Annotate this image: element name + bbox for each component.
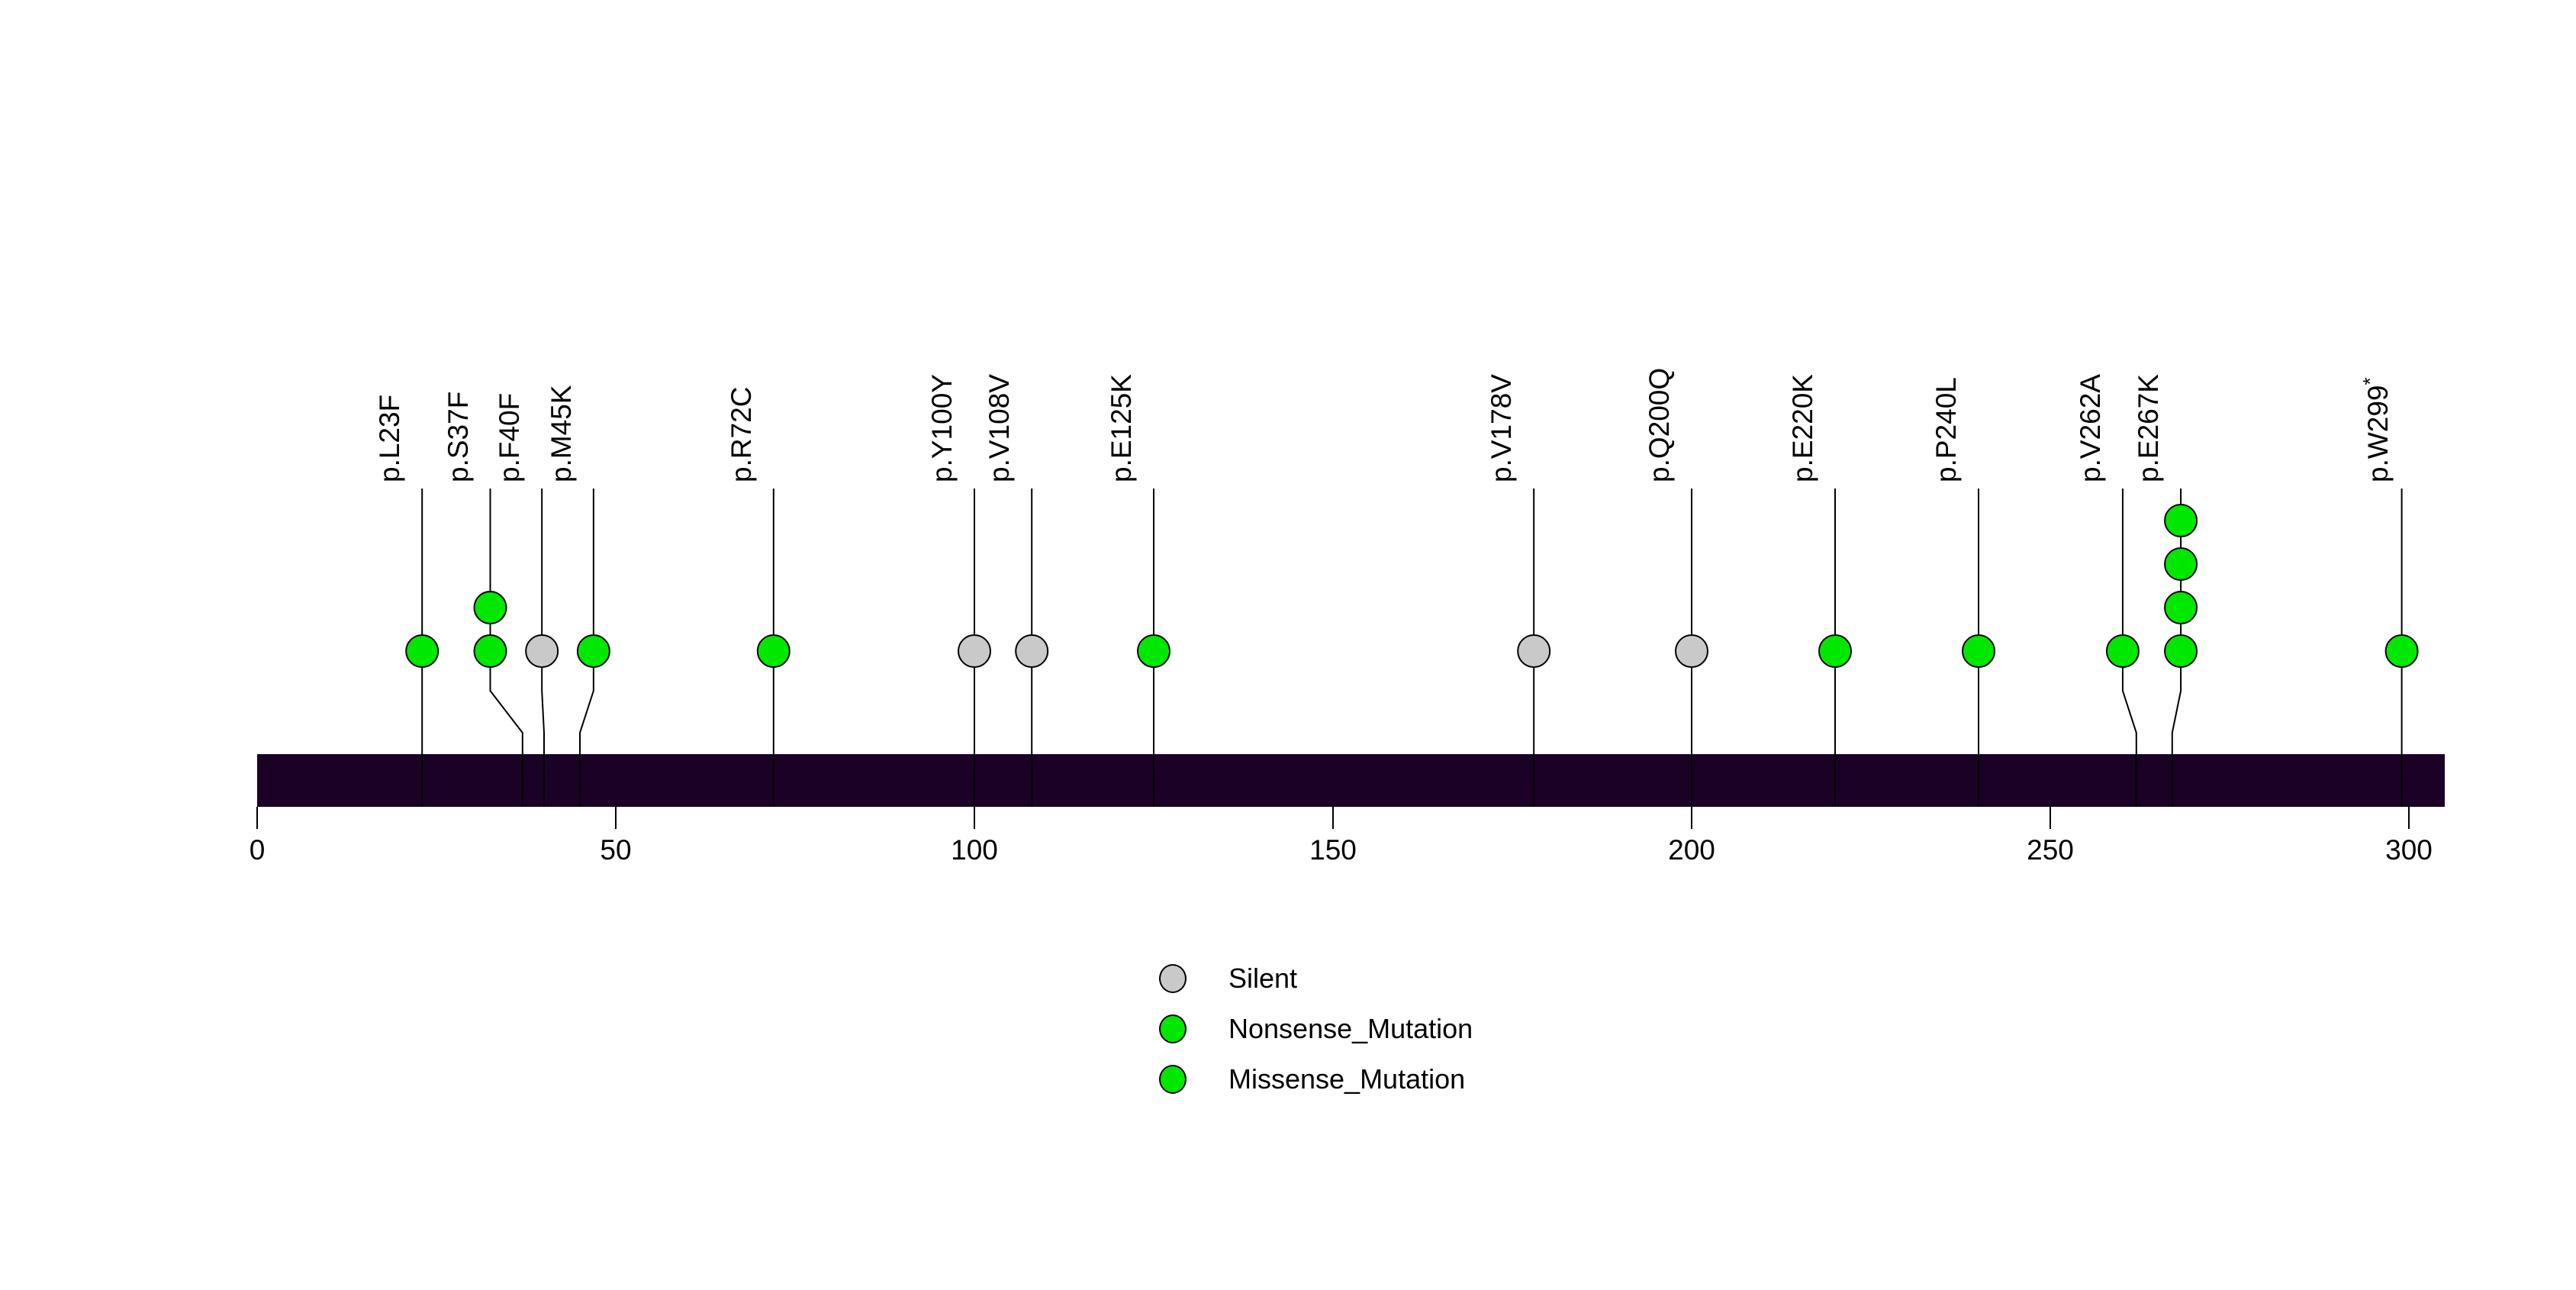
mutation-circle — [1818, 634, 1852, 668]
legend-item-missense-mutation: Missense_Mutation — [1159, 1064, 1465, 1095]
mutation-circle — [525, 634, 559, 668]
legend-item-silent: Silent — [1159, 963, 1297, 994]
mutation-label: p.W299* — [2358, 377, 2394, 482]
mutation-label: p.R72C — [725, 386, 757, 482]
legend-label: Silent — [1228, 963, 1298, 994]
mutation-label: p.E267K — [2133, 374, 2165, 482]
mutation-circle — [576, 634, 610, 668]
mutation-label: p.Q200Q — [1644, 367, 1675, 482]
mutation-label: p.E220K — [1787, 374, 1818, 482]
mutation-label: p.L23F — [374, 394, 406, 482]
mutation-label: p.P240L — [1930, 377, 1962, 482]
mutation-circle — [1015, 634, 1049, 668]
stop-codon-asterisk: * — [2358, 377, 2381, 385]
legend-label: Missense_Mutation — [1228, 1063, 1466, 1095]
mutation-circle — [2384, 634, 2419, 668]
mutation-circle — [1962, 634, 1995, 668]
mutation-circles-group — [405, 504, 2419, 668]
axis-tick-label: 0 — [249, 834, 266, 866]
mutation-circle — [1675, 634, 1708, 668]
mutation-label: p.V262A — [2074, 374, 2106, 482]
mutation-label: p.Y100Y — [926, 374, 958, 482]
mutation-circle — [2164, 634, 2198, 668]
mutation-circle — [958, 634, 991, 668]
mutation-circle — [473, 591, 507, 624]
legend-item-nonsense-mutation: Nonsense_Mutation — [1159, 1014, 1473, 1044]
axis-tick-label: 300 — [2385, 834, 2433, 866]
mutation-circle — [1517, 634, 1551, 668]
axis-tick-label: 150 — [1309, 834, 1357, 866]
mutation-circle — [2164, 591, 2198, 624]
mutation-label: p.E125K — [1106, 374, 1137, 482]
axis-ticks-group — [256, 807, 2410, 829]
silent-dot-icon — [1159, 964, 1187, 993]
axis-tick-label: 250 — [2027, 834, 2074, 866]
mutation-circle — [2164, 504, 2198, 537]
mutation-circle — [1137, 634, 1170, 668]
lollipop-stem — [2171, 489, 2182, 807]
mutation-label: p.V108V — [984, 374, 1016, 482]
axis-tick-label: 200 — [1668, 834, 1715, 866]
protein-bar — [257, 754, 2445, 807]
mutation-circle — [473, 634, 507, 668]
lollipop-stem — [489, 489, 523, 807]
axis-tick-label: 50 — [600, 834, 632, 866]
mutation-circle — [405, 634, 440, 668]
mutation-label: p.F40F — [494, 392, 526, 482]
legend-label: Nonsense_Mutation — [1228, 1013, 1473, 1044]
lollipop-stem — [579, 489, 594, 807]
mutation-circle — [2105, 634, 2140, 668]
mutation-label: p.M45K — [545, 385, 577, 482]
mutation-circle — [2164, 547, 2198, 581]
mutation-circle — [756, 634, 791, 668]
mutation-label: p.V178V — [1486, 374, 1518, 482]
lollipop-stem — [2121, 489, 2137, 807]
axis-tick-label: 100 — [951, 834, 998, 866]
missense-dot-icon — [1159, 1065, 1187, 1094]
nonsense-dot-icon — [1159, 1014, 1187, 1043]
lollipop-stem — [541, 489, 545, 807]
mutation-label: p.S37F — [442, 391, 474, 482]
